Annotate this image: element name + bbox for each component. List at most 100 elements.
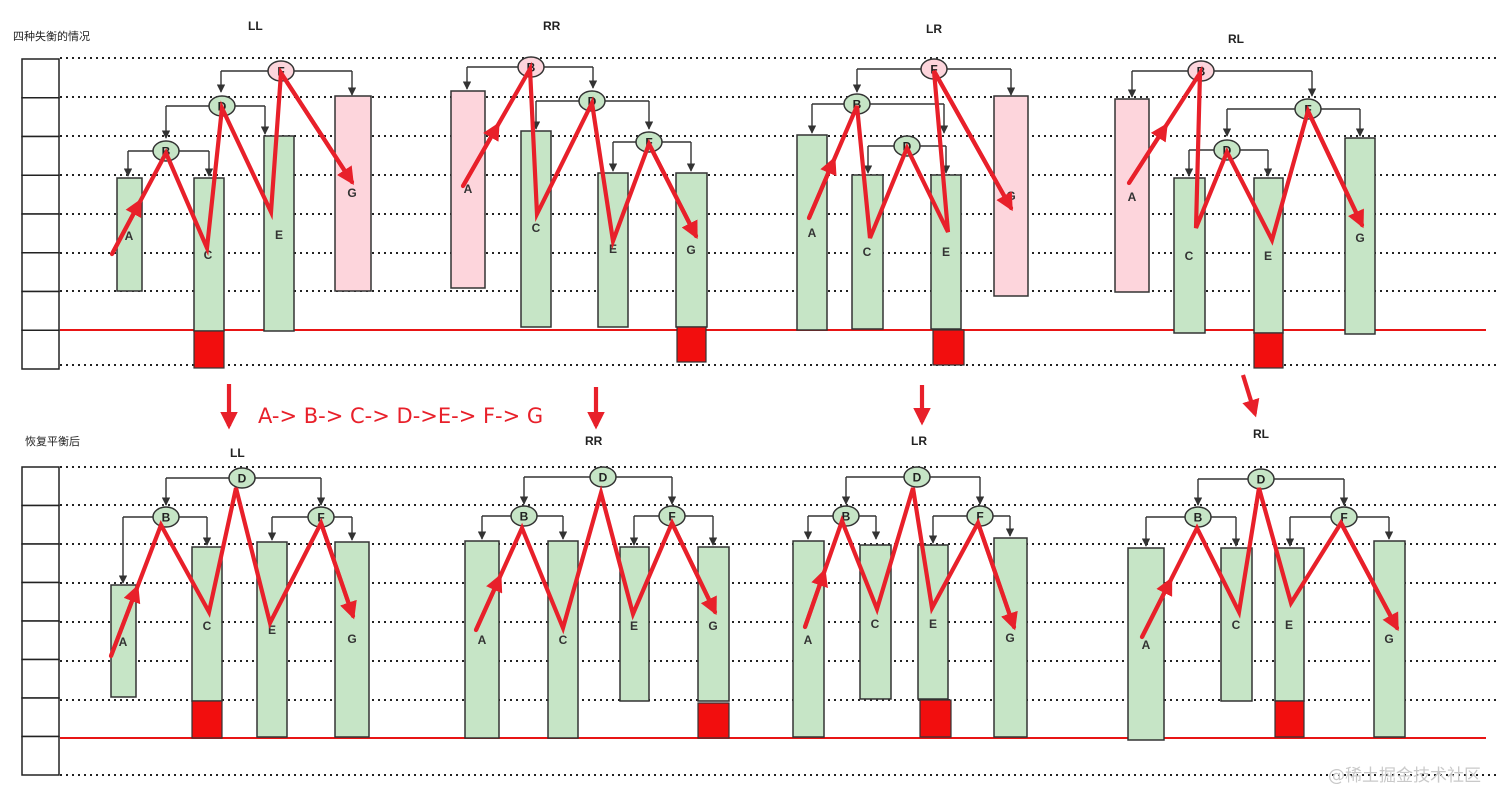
subtree-label-g: G (347, 186, 356, 200)
title-top-rl: RL (1228, 32, 1244, 46)
node-label-b: B (1194, 511, 1203, 525)
overflow-block (1253, 332, 1284, 369)
tree-node-b (152, 506, 180, 528)
level-cell (21, 290, 60, 331)
tree-node-b (510, 505, 538, 527)
transition-arrows (220, 374, 1260, 430)
level-ladders (21, 58, 60, 776)
subtree-label-c: C (1232, 618, 1241, 632)
subtree-label-c: C (559, 633, 568, 647)
down-arrow (1240, 374, 1260, 418)
node-label-b: B (520, 510, 529, 524)
subtree-bar-g (334, 95, 372, 292)
subtree-label-a: A (808, 226, 817, 240)
traversal-arrowhead-end (976, 522, 1018, 631)
level-cell (21, 213, 60, 254)
bottom-caption: 恢复平衡后 (25, 434, 80, 448)
subtree-label-c: C (1185, 249, 1194, 263)
tree-node-d (228, 467, 256, 489)
subtree-label-c: C (532, 221, 541, 235)
level-cell (21, 174, 60, 215)
level-cell (21, 543, 60, 584)
subtree-label-e: E (1264, 249, 1272, 263)
node-label-d: D (1257, 473, 1266, 487)
level-cell (21, 252, 60, 293)
node-label-d: D (238, 472, 247, 486)
subtree-bar-e (263, 135, 295, 332)
subtree-label-c: C (863, 245, 872, 259)
tree-node-d (903, 466, 931, 488)
subtree-label-g: G (1355, 231, 1364, 245)
traversal-arrowhead-end (670, 522, 717, 616)
node-label-f: F (668, 510, 675, 524)
level-cell (21, 735, 60, 776)
subtree-bar-g (1344, 137, 1376, 335)
level-cell (21, 658, 60, 699)
overflow-block (1274, 700, 1305, 738)
overflow-block (676, 326, 707, 363)
subtree-bar-e (1253, 177, 1284, 334)
subtree-label-c: C (203, 619, 212, 633)
node-label-f: F (317, 511, 324, 525)
subtree-label-e: E (630, 619, 638, 633)
title-bottom-ll: LL (230, 446, 245, 460)
level-cell (21, 58, 60, 99)
subtree-bar-g (697, 546, 730, 702)
level-cell (21, 135, 60, 176)
level-cell (21, 697, 60, 738)
subtree-label-g: G (347, 632, 356, 646)
subtree-bar-g (993, 537, 1028, 738)
subtree-bar-e (597, 172, 629, 328)
node-label-f: F (976, 510, 983, 524)
traversal-path (1139, 487, 1400, 640)
overflow-block (919, 699, 952, 738)
subtree-bar-g (1373, 540, 1406, 738)
subtree-label-c: C (871, 617, 880, 631)
subtree-label-e: E (929, 617, 937, 631)
traversal-arrowhead-start (461, 122, 500, 188)
level-cell (21, 504, 60, 545)
subtree-bar-a (1114, 98, 1150, 293)
subtree-label-e: E (609, 242, 617, 256)
traversal-arrowhead-start (1127, 122, 1168, 185)
subtree-label-a: A (1142, 638, 1151, 652)
node-label-b: B (842, 510, 851, 524)
overflow-block (193, 330, 225, 369)
subtree-bar-c (193, 177, 225, 332)
traversal-arrowhead-end (932, 69, 1013, 212)
traversal-arrowhead-end (1339, 522, 1399, 632)
subtree-label-g: G (686, 243, 695, 257)
overflow-block (697, 702, 730, 739)
subtree-bar-a (450, 90, 486, 289)
title-top-lr: LR (926, 22, 942, 36)
overflow-block (191, 700, 223, 739)
node-label-b: B (162, 511, 171, 525)
subtree-label-a: A (478, 633, 487, 647)
node-label-d: D (599, 471, 608, 485)
level-cell (21, 97, 60, 138)
node-label-b: B (853, 98, 862, 112)
traversal-arrowhead-start (807, 156, 837, 219)
subtree-label-e: E (1285, 618, 1293, 632)
level-cell (21, 581, 60, 622)
watermark: @稀土掘金技术社区 (1328, 766, 1481, 786)
traversal-arrowhead-start (109, 584, 141, 657)
traversal-arrowhead-start (1140, 577, 1173, 638)
subtree-label-a: A (119, 635, 128, 649)
subtree-bar-e (619, 546, 650, 702)
subtree-bar-c (1173, 177, 1206, 334)
subtree-label-a: A (125, 229, 134, 243)
title-bottom-lr: LR (911, 434, 927, 448)
traversal-path (460, 61, 699, 250)
subtree-label-a: A (1128, 190, 1137, 204)
subtree-bar-c (859, 544, 892, 700)
subtree-label-e: E (942, 245, 950, 259)
subtree-label-a: A (804, 633, 813, 647)
